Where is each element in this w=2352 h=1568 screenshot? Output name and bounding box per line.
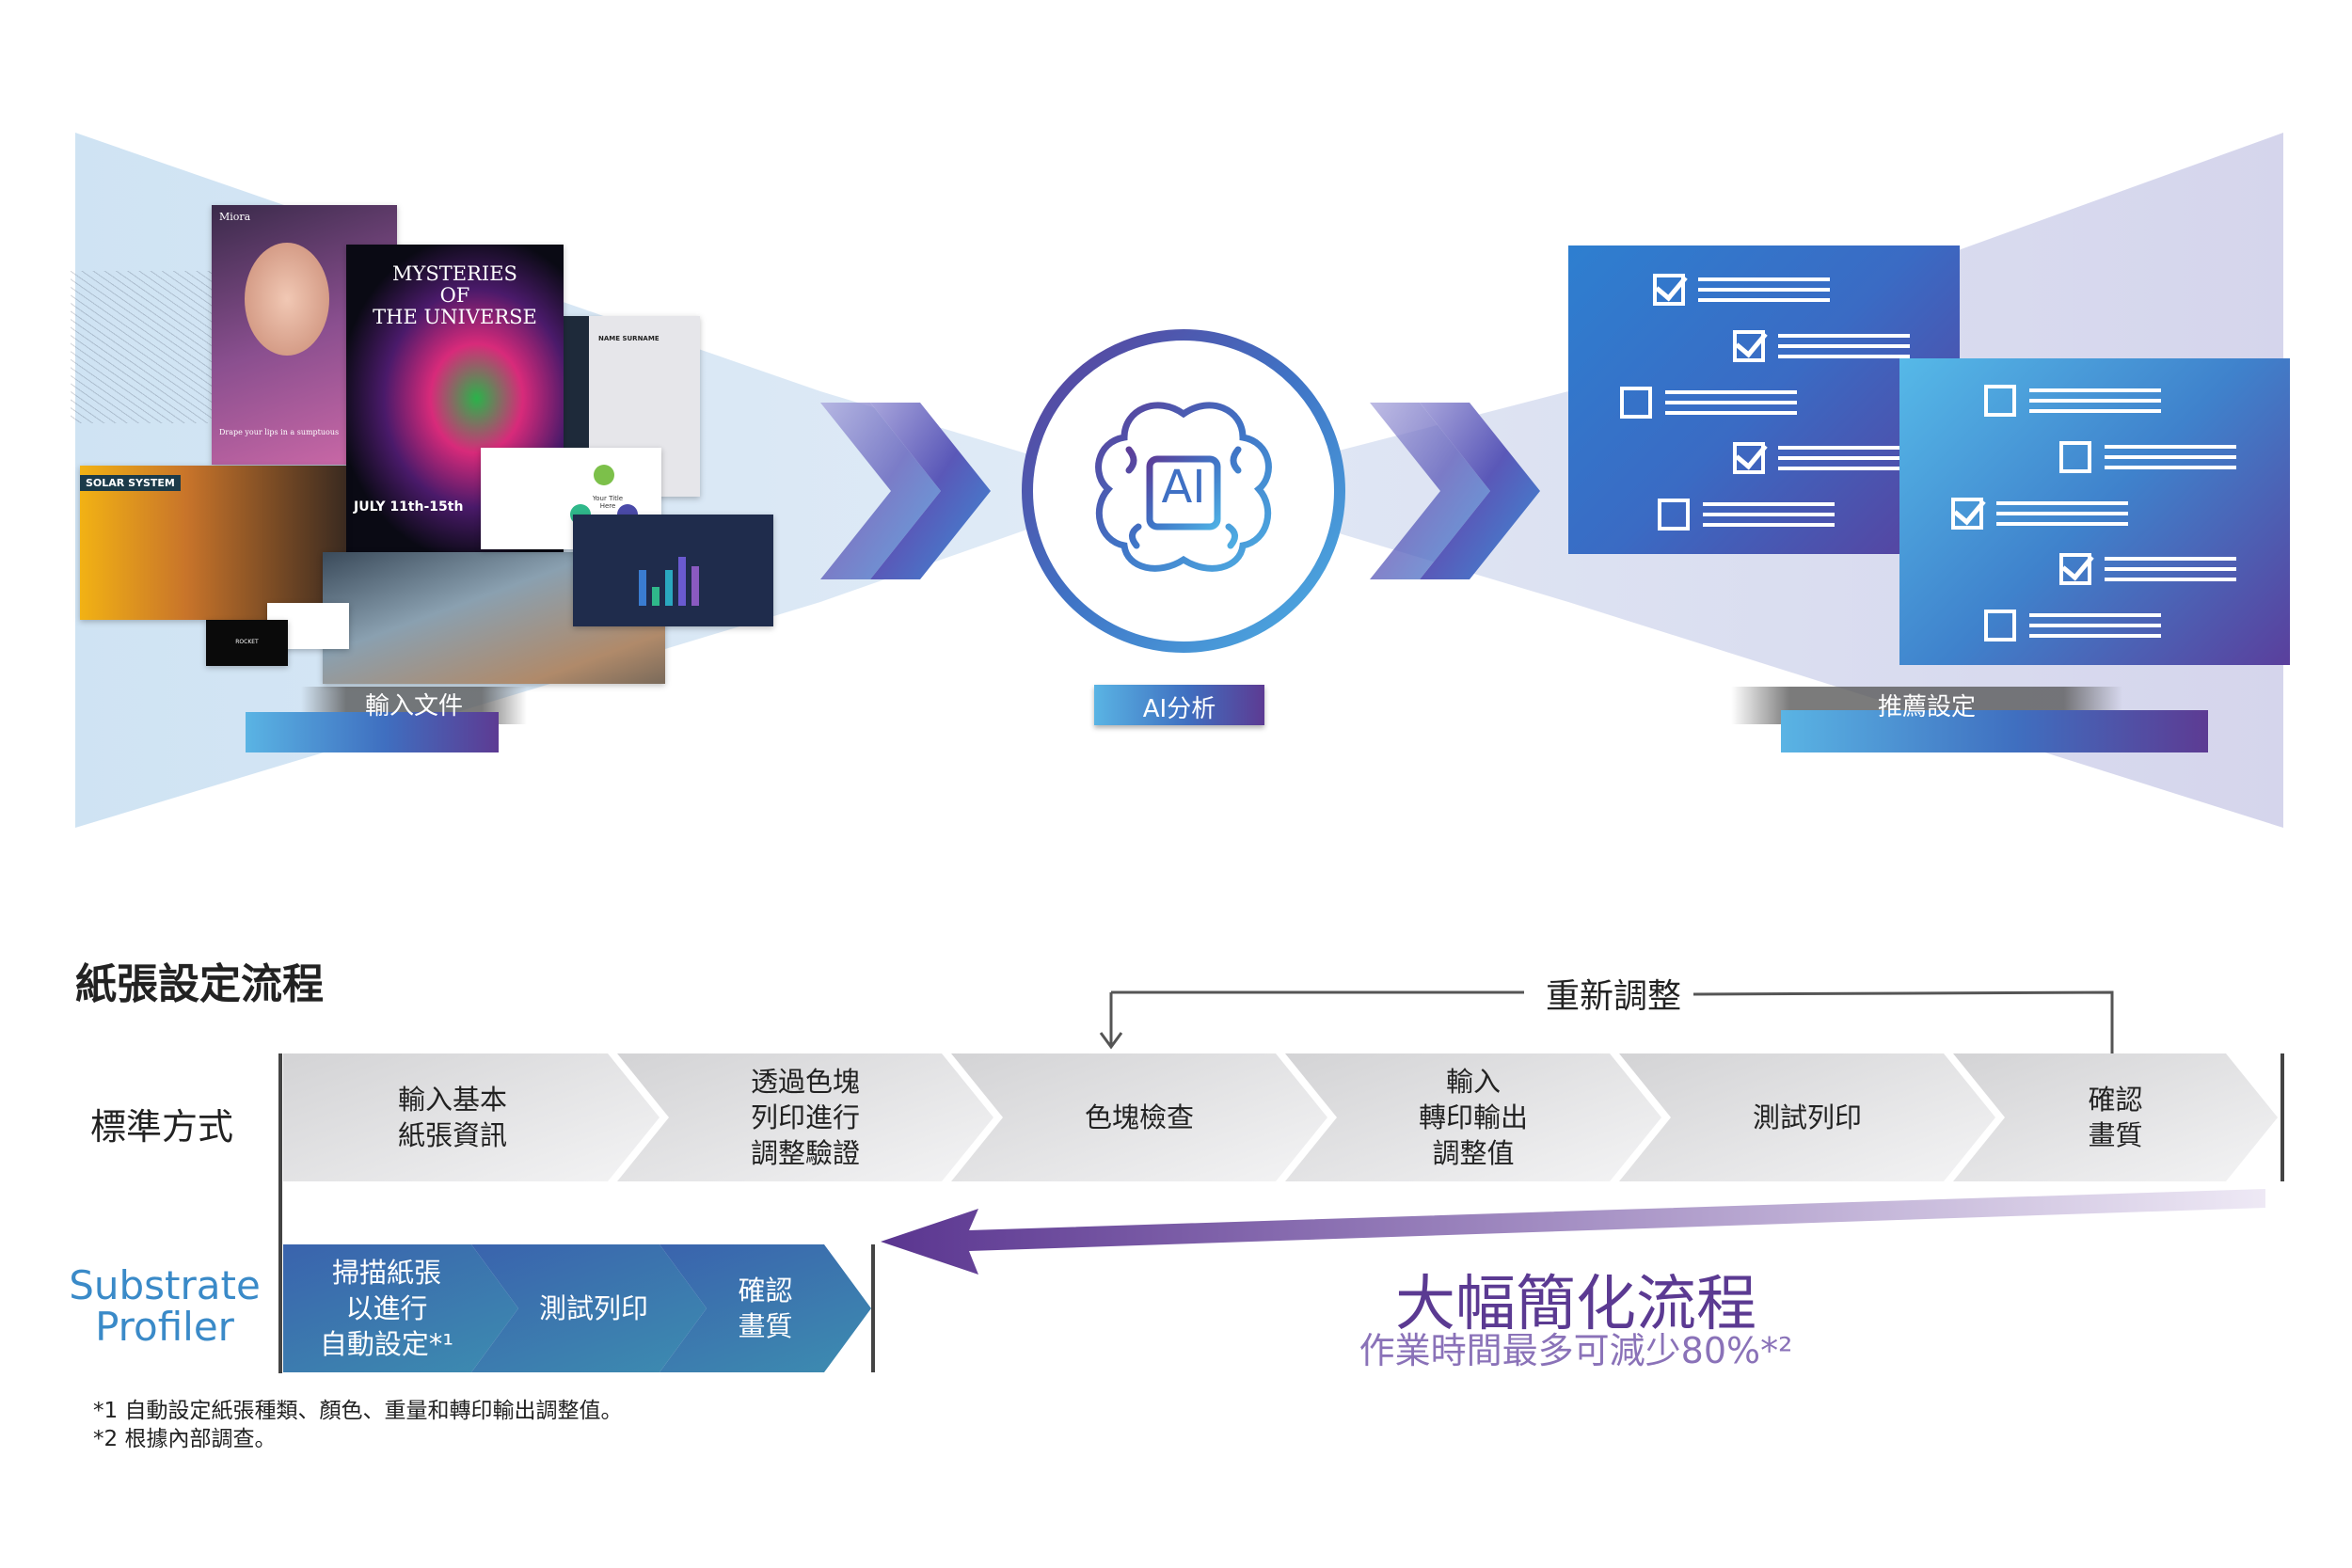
- chevron-right-icon: [820, 403, 991, 579]
- divider-line: [871, 1244, 875, 1372]
- checklist-card: [1899, 358, 2290, 665]
- unchecked-box-icon: [1984, 610, 2016, 641]
- checked-box-icon: [1733, 442, 1765, 474]
- flow-title: 紙張設定流程: [75, 960, 324, 1008]
- face-image: [245, 243, 329, 356]
- poster-tagline: Drape your lips in a sumptuous: [219, 428, 340, 436]
- checklist-card: [1568, 245, 1960, 554]
- sketch-thumbnail: [71, 271, 218, 423]
- rocket-text: ROCKET: [235, 639, 259, 645]
- recommended-settings-label: 推薦設定: [1877, 693, 1976, 721]
- chevron-right-icon: [1370, 403, 1540, 579]
- checklist-item: [1620, 384, 1797, 421]
- text-lines-icon: [1778, 446, 1910, 470]
- unchecked-box-icon: [1658, 499, 1690, 531]
- checked-box-icon: [1951, 498, 1983, 530]
- recommend-label-bar: [1781, 710, 2208, 752]
- unchecked-box-icon: [2059, 441, 2091, 473]
- step-patch-print-validate: 透過色塊 列印進行 調整驗證: [617, 1053, 993, 1181]
- input-label-bar: [246, 712, 499, 752]
- step-confirm-quality: 確認 畫質: [1953, 1053, 2278, 1181]
- text-lines-icon: [1703, 502, 1835, 527]
- checklist-item: [1733, 439, 1910, 477]
- rocket-card-thumbnail: ROCKET: [206, 620, 288, 666]
- substrate-profiler-label: Substrate Profiler: [69, 1262, 261, 1350]
- ai-analysis-label: AI分析: [1142, 695, 1216, 723]
- footnote: *2 根據內部調查。: [93, 1427, 277, 1451]
- unchecked-box-icon: [1984, 385, 2016, 417]
- simplify-arrow: [881, 1189, 2265, 1275]
- checklist-item: [1984, 382, 2161, 420]
- poster-brand: Miora: [219, 211, 251, 223]
- space-title: MYSTERIES OF THE UNIVERSE: [373, 262, 537, 328]
- text-lines-icon: [2029, 388, 2161, 413]
- text-lines-icon: [2029, 613, 2161, 638]
- footnote: *1 自動設定紙張種類、顏色、重量和轉印輸出調整值。: [93, 1399, 623, 1423]
- input-documents-label: 輸入文件: [364, 692, 463, 721]
- standard-method-label: 標準方式: [90, 1106, 234, 1148]
- checklist-item: [1653, 271, 1830, 309]
- checklist-item: [1733, 327, 1910, 365]
- checklist-item: [1984, 607, 2161, 644]
- simplify-headline: 大幅簡化流程: [1395, 1270, 1756, 1339]
- checked-box-icon: [2059, 553, 2091, 585]
- solar-system-thumbnail: SOLAR SYSTEM: [80, 466, 346, 620]
- solar-title: SOLAR SYSTEM: [80, 475, 181, 491]
- text-lines-icon: [1778, 334, 1910, 358]
- checked-box-icon: [1733, 330, 1765, 362]
- checklist-item: [2059, 438, 2236, 476]
- text-lines-icon: [1665, 390, 1797, 415]
- text-lines-icon: [2105, 557, 2236, 581]
- step-input-basic-info: 輸入基本 紙張資訊: [283, 1053, 660, 1181]
- time-reduction-subline: 作業時間最多可減少80%*²: [1359, 1330, 1793, 1371]
- brain-icon: [1095, 402, 1272, 572]
- ai-label-bar: [1094, 685, 1264, 725]
- ai-icon-text: AI: [1161, 461, 1206, 514]
- resume-name: NAME SURNAME: [598, 335, 660, 342]
- step-scan-auto-setup: 掃描紙張 以進行 自動設定*¹: [283, 1244, 518, 1372]
- readjust-label: 重新調整: [1545, 977, 1681, 1016]
- step-test-print: 測試列印: [1619, 1053, 1995, 1181]
- text-lines-icon: [2105, 445, 2236, 469]
- divider-line: [278, 1053, 282, 1373]
- unchecked-box-icon: [1620, 387, 1652, 419]
- checklist-item: [1658, 496, 1835, 533]
- checked-box-icon: [1653, 274, 1685, 306]
- checklist-item: [2059, 550, 2236, 588]
- text-lines-icon: [1698, 277, 1830, 302]
- step-patch-check: 色塊檢查: [951, 1053, 1327, 1181]
- step-input-transfer-output: 輸入 轉印輸出 調整值: [1285, 1053, 1661, 1181]
- checklist-item: [1951, 495, 2128, 532]
- text-lines-icon: [1996, 501, 2128, 526]
- divider-line: [2280, 1053, 2284, 1181]
- process-center-text: Your Title Here: [592, 495, 624, 510]
- space-date: JULY 11th-15th: [354, 499, 464, 515]
- chart-slide-thumbnail: [573, 515, 773, 626]
